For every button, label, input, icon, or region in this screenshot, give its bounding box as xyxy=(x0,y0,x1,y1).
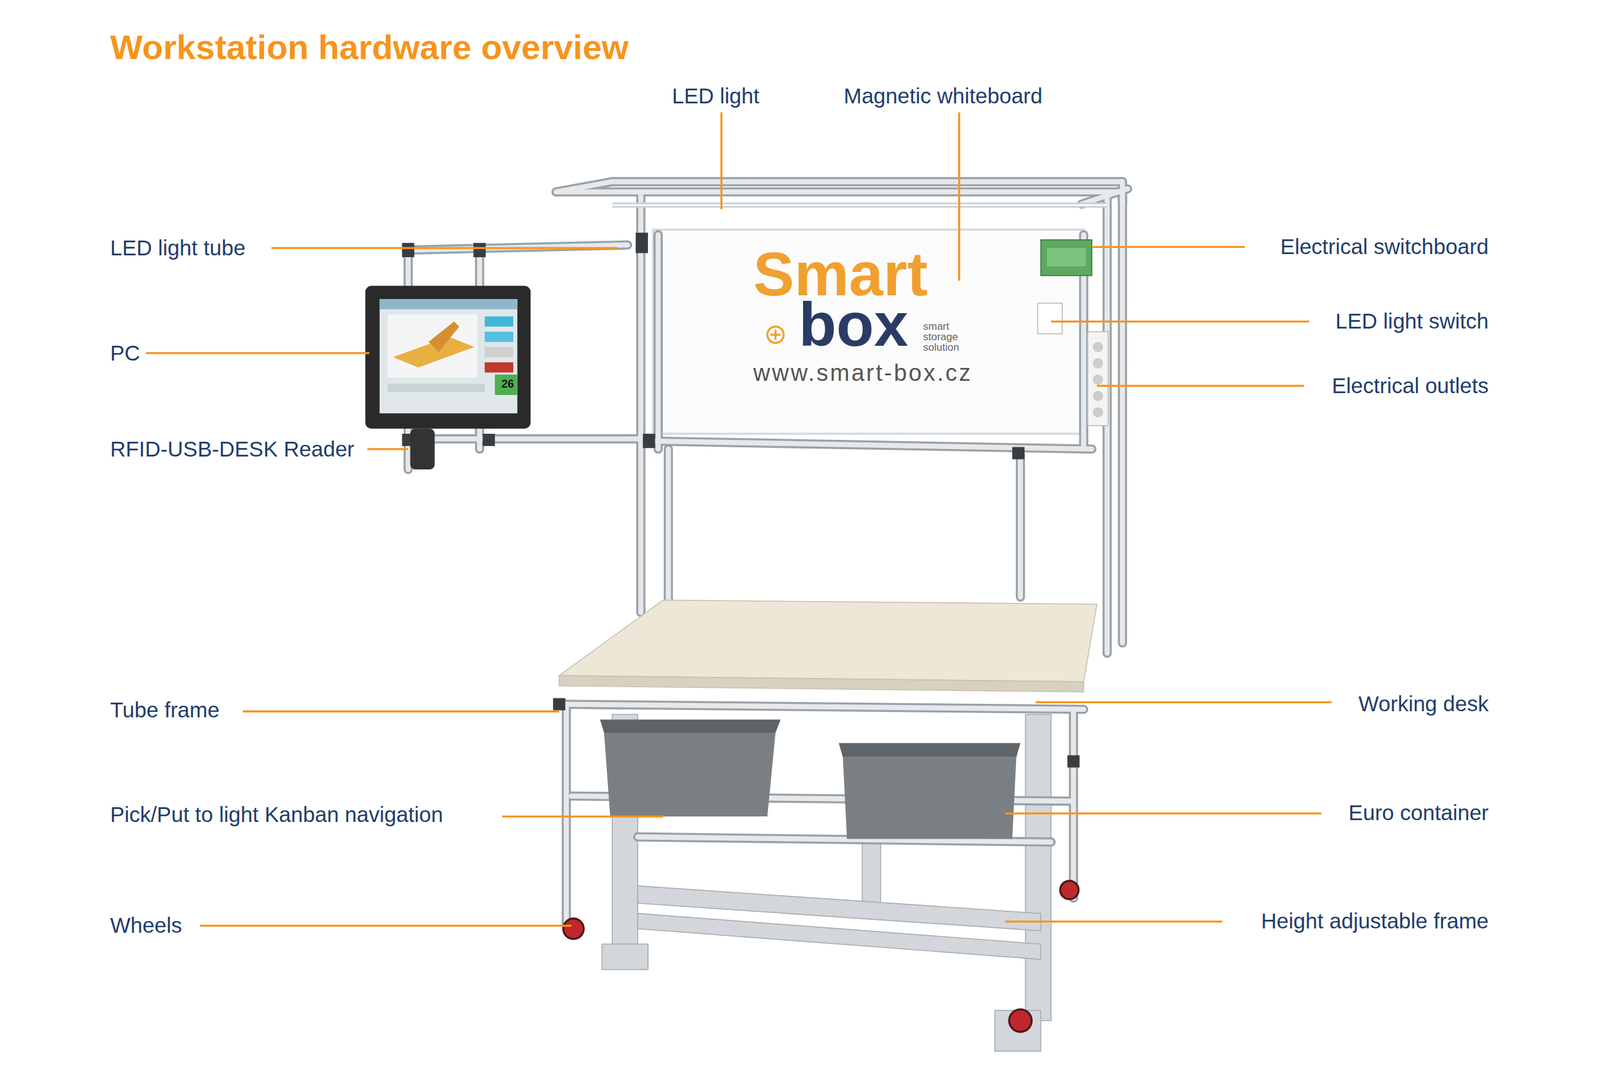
pc-monitor xyxy=(365,285,532,429)
title: Workstation hardware overview xyxy=(110,28,629,67)
screen-number: 26 xyxy=(501,377,514,391)
part-label: Height adjustable frame xyxy=(1260,908,1489,934)
part-label: LED light switch xyxy=(1335,308,1489,334)
wheels xyxy=(563,881,1079,1033)
part-label: Pick/Put to light Kanban navigation xyxy=(110,802,444,828)
euro-containers xyxy=(600,719,1021,839)
part-label: Wheels xyxy=(110,913,183,938)
logo-text: www.smart-box.cz xyxy=(753,361,973,385)
working-desk xyxy=(559,600,1098,692)
part-label: Electrical switchboard xyxy=(1280,234,1489,260)
height-adjustable-frame xyxy=(601,714,1052,1052)
logo-text: smart storage solution xyxy=(923,321,968,353)
part-label: LED light tube xyxy=(110,235,246,261)
whiteboard xyxy=(652,229,1084,434)
part-label: Tube frame xyxy=(110,697,220,723)
part-label: PC xyxy=(110,340,141,366)
part-label: LED light xyxy=(672,83,760,109)
part-label: RFID-USB-DESK Reader xyxy=(110,436,355,462)
part-label: Electrical outlets xyxy=(1331,373,1489,399)
part-label: Euro container xyxy=(1348,800,1489,826)
led-light xyxy=(612,204,1108,207)
part-label: Magnetic whiteboard xyxy=(843,83,1043,109)
logo-text: box xyxy=(798,293,909,356)
electrical-equipment xyxy=(1037,240,1108,426)
part-label: Working desk xyxy=(1358,691,1489,717)
rfid-reader xyxy=(410,428,436,470)
whiteboard-panel: Smartboxsmart storage solutionwww.smart-… xyxy=(652,229,1082,434)
